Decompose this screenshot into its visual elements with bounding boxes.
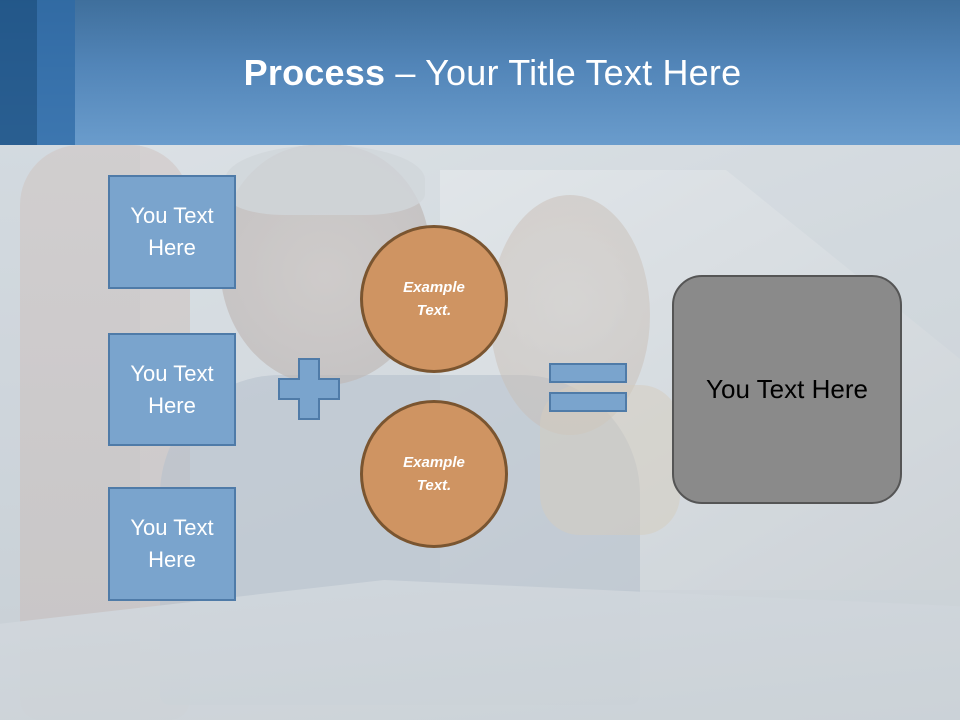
photo-man-hair: [225, 145, 425, 215]
plus-icon[interactable]: [278, 358, 340, 420]
header-band: [0, 0, 960, 145]
text-box-label: You Text Here: [130, 515, 214, 572]
result-box[interactable]: You Text Here: [672, 275, 902, 504]
equals-bar-bottom: [549, 392, 627, 412]
text-box-label: You Text Here: [130, 203, 214, 260]
text-box-3[interactable]: You Text Here: [108, 487, 236, 601]
header-accent-strip: [37, 0, 75, 145]
example-circle-1[interactable]: Example Text.: [360, 225, 508, 373]
equals-bar-top: [549, 363, 627, 383]
circle-label: Example Text.: [403, 454, 465, 494]
text-box-label: You Text Here: [130, 360, 214, 418]
circle-label: Example Text.: [403, 279, 465, 319]
header-accent-strip: [0, 0, 37, 145]
text-box-2[interactable]: You Text Here: [108, 333, 236, 446]
slide-title-rest: – Your Title Text Here: [385, 52, 742, 93]
result-label: You Text Here: [706, 374, 868, 404]
slide-title-bold: Process: [243, 52, 386, 93]
text-box-1[interactable]: You Text Here: [108, 175, 236, 289]
slide-title[interactable]: Process – Your Title Text Here: [0, 52, 960, 94]
example-circle-2[interactable]: Example Text.: [360, 400, 508, 548]
